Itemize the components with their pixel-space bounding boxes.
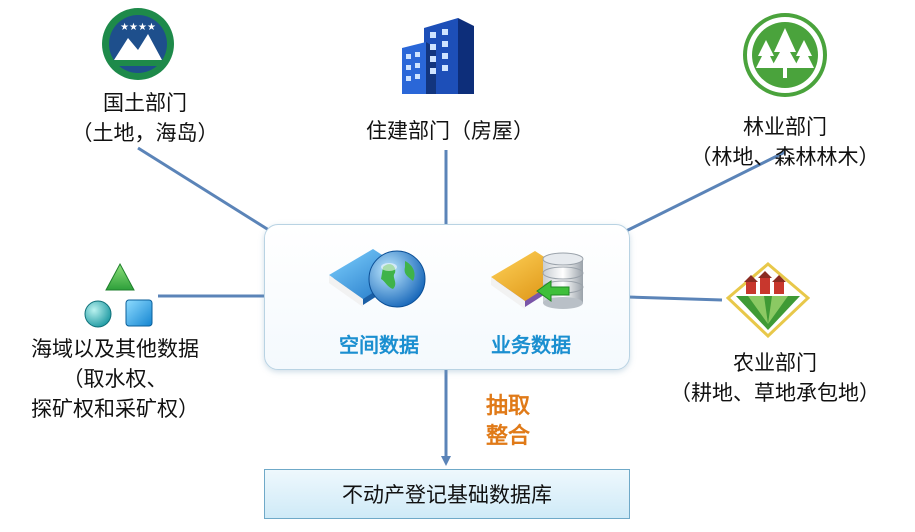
dept-agriculture: 农业部门 （耕地、草地承包地） — [650, 348, 900, 408]
land-emblem-icon: ★★★★ — [102, 8, 174, 80]
dept-agriculture-scope: （耕地、草地承包地） — [670, 381, 880, 405]
line-land — [137, 146, 273, 234]
spatial-data-label: 空间数据 — [339, 333, 419, 357]
shapes-icon — [84, 262, 153, 328]
line-forestry — [623, 150, 786, 234]
target-database-box: 不动产登记基础数据库 — [264, 469, 630, 519]
dept-sea-name: 海域以及其他数据 — [31, 337, 199, 361]
integrate-text: 整合 — [486, 424, 531, 449]
dept-sea-scope-1: （取水权、 — [62, 367, 168, 391]
business-data-icon — [491, 251, 584, 309]
dept-forestry-name: 林业部门 — [743, 115, 827, 139]
spatial-data-icon — [329, 249, 426, 308]
dept-land-scope: （土地，海岛） — [71, 121, 219, 145]
dept-sea: 海域以及其他数据 （取水权、 探矿权和采矿权） — [10, 334, 220, 424]
extract-text: 抽取 — [486, 394, 531, 419]
dept-land-name: 国土部门 — [103, 91, 187, 115]
target-database-label: 不动产登记基础数据库 — [342, 483, 552, 507]
dept-housing: 住建部门（房屋） — [350, 116, 550, 146]
dept-sea-scope-2: 探矿权和采矿权） — [31, 397, 199, 421]
extract-integrate-label: 抽取 整合 — [486, 392, 530, 452]
dept-agriculture-name: 农业部门 — [733, 351, 817, 375]
data-source-box: 空间数据 业务数据 — [264, 224, 630, 370]
farmland-icon — [726, 262, 810, 338]
forest-emblem-icon — [743, 13, 827, 97]
dept-forestry: 林业部门 （林地、森林林木） — [690, 112, 880, 172]
line-agriculture — [627, 295, 723, 302]
dept-forestry-scope: （林地、森林林木） — [690, 145, 880, 169]
dept-housing-name: 住建部门（房屋） — [366, 119, 534, 143]
dept-land: 国土部门 （土地，海岛） — [60, 88, 230, 148]
building-icon — [402, 18, 474, 94]
svg-text:★★★★: ★★★★ — [120, 22, 156, 33]
business-data-label: 业务数据 — [491, 333, 571, 357]
